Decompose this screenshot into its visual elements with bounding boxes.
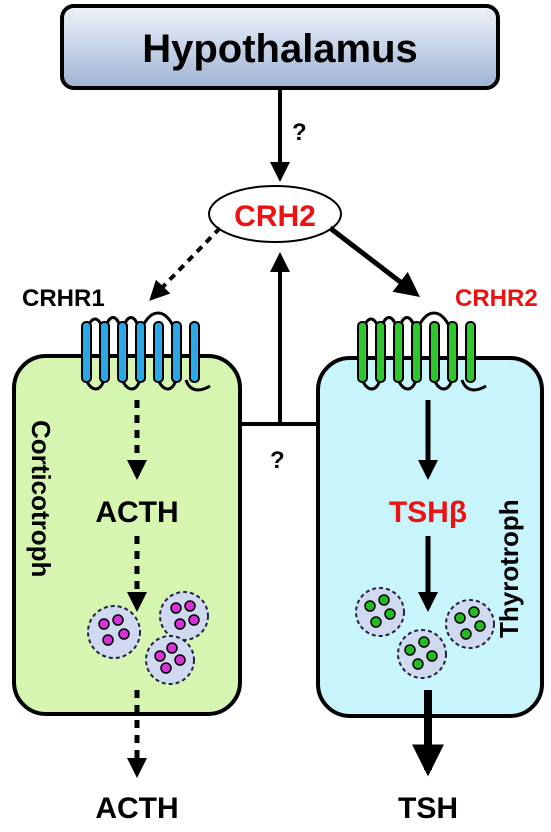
thyrotroph-label: Thyrotroph <box>494 499 524 638</box>
tsh-vesicle <box>445 599 495 649</box>
hypothalamus-label: Hypothalamus <box>142 27 418 71</box>
acth-vesicle <box>145 635 195 685</box>
crhr2-receptor-icon <box>357 311 487 392</box>
tsh-vesicle <box>397 629 447 679</box>
crhr1-label: CRHR1 <box>22 285 105 312</box>
question-mark-top: ? <box>292 119 307 146</box>
crosstalk-connector <box>240 252 318 426</box>
arrow-crh2-to-crhr2 <box>328 226 420 298</box>
corticotroph-label: Corticotroph <box>26 420 56 577</box>
acth-output-label: ACTH <box>95 792 178 825</box>
question-mark-mid: ? <box>270 447 285 474</box>
tsh-output-label: TSH <box>398 792 458 825</box>
acth-vesicle <box>159 591 209 641</box>
tsh-vesicle <box>355 587 405 637</box>
crhr1-receptor-icon <box>81 311 211 392</box>
acth-vesicle <box>87 605 141 659</box>
hypothalamus-box: Hypothalamus <box>60 4 500 90</box>
crhr2-label: CRHR2 <box>455 285 538 312</box>
crh2-oval: CRH2 <box>208 185 342 243</box>
crh2-label: CRH2 <box>234 200 316 233</box>
tshb-label: TSHβ <box>389 496 467 529</box>
arrow-crh2-to-crhr1 <box>149 226 222 301</box>
acth-inner-label: ACTH <box>95 496 178 529</box>
